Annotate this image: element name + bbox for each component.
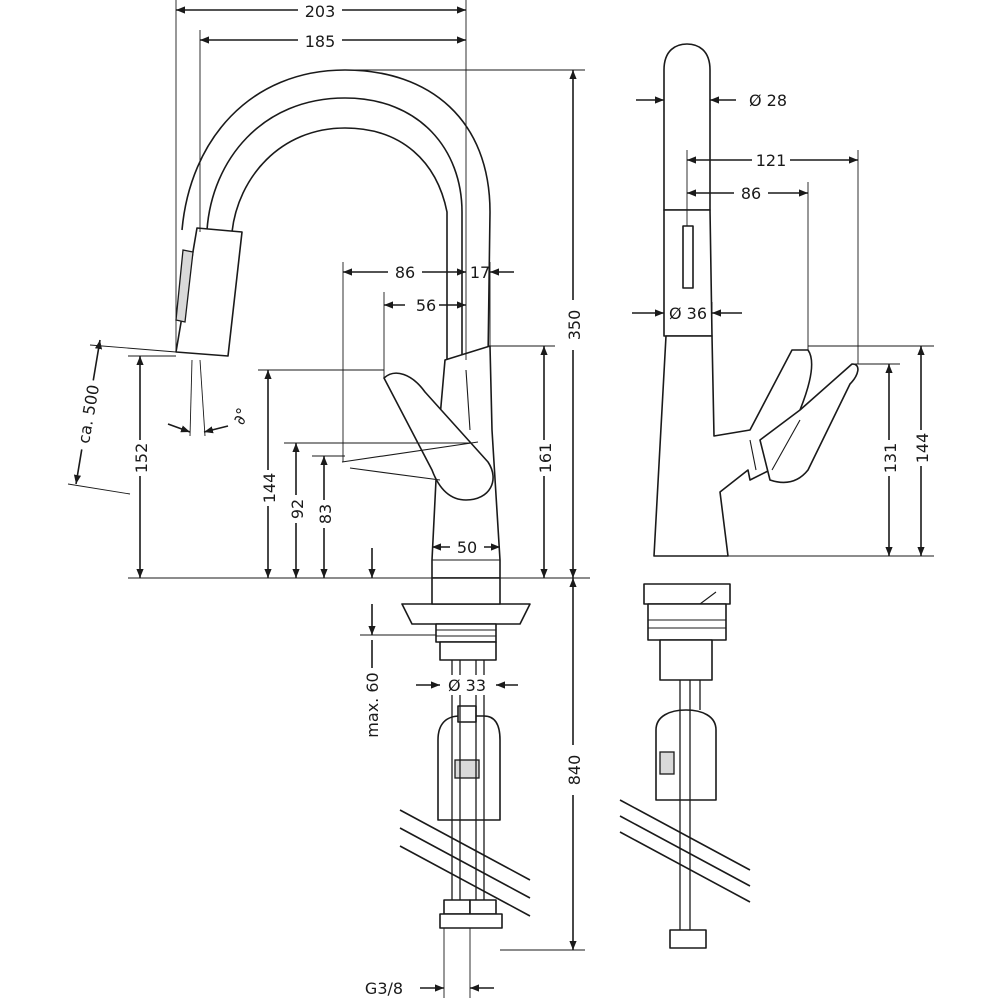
side-hose-assembly bbox=[655, 680, 717, 949]
dim-outlet-height: 152 bbox=[132, 443, 151, 474]
lever-handle bbox=[383, 372, 494, 501]
dim-lever-reach-max: 121 bbox=[756, 151, 787, 170]
mounting-shank bbox=[435, 623, 497, 643]
side-shank bbox=[647, 603, 727, 641]
side-body bbox=[653, 335, 813, 557]
spray-head-shading bbox=[175, 249, 194, 323]
dim-hose-length: 840 bbox=[565, 755, 584, 786]
dim-lever-base: 83 bbox=[316, 504, 335, 524]
dim-spout-reach: 185 bbox=[305, 32, 336, 51]
mounting-shank-top bbox=[431, 577, 501, 605]
countertop-section bbox=[399, 809, 531, 917]
dim-body-height: 161 bbox=[536, 443, 555, 474]
dim-total-height: 350 bbox=[565, 310, 584, 341]
dim-lever-pivot: 56 bbox=[416, 296, 436, 315]
mounting-plate bbox=[401, 603, 531, 625]
thread-lines bbox=[436, 629, 496, 637]
side-plate bbox=[643, 583, 731, 605]
lever-raised-ghost bbox=[341, 441, 479, 481]
side-view bbox=[619, 43, 859, 949]
dim-lever-raised: 92 bbox=[288, 499, 307, 519]
side-head bbox=[663, 43, 711, 211]
tap-body-edge bbox=[432, 369, 500, 561]
hose-assembly bbox=[437, 660, 503, 929]
front-view bbox=[175, 69, 531, 929]
dim-swivel-angle: ∂° bbox=[229, 405, 252, 427]
side-lever-inner bbox=[749, 419, 801, 471]
dim-lever-offset: 17 bbox=[470, 263, 490, 282]
front-dimensions: 203 185 350 86 17 56 ca. 500 152 bbox=[67, 0, 590, 998]
side-slot bbox=[682, 225, 694, 289]
side-lever bbox=[759, 363, 859, 484]
dim-body-width: 50 bbox=[457, 538, 477, 557]
dim-max-deck: max. 60 bbox=[363, 672, 382, 737]
dim-overall-reach: 203 bbox=[305, 2, 336, 21]
mounting-nut bbox=[439, 641, 497, 661]
spout-arc bbox=[206, 97, 463, 361]
dim-lever-length: 86 bbox=[395, 263, 415, 282]
dim-body-diameter: Ø 36 bbox=[669, 304, 707, 323]
side-nut bbox=[659, 639, 713, 681]
side-dimensions: Ø 28 121 86 Ø 36 131 144 bbox=[632, 80, 934, 557]
dim-lever-height-max: 144 bbox=[913, 433, 932, 464]
dim-lever-height: 131 bbox=[881, 443, 900, 474]
dim-head-diameter: Ø 28 bbox=[749, 91, 787, 110]
dim-lever-top: 144 bbox=[260, 473, 279, 504]
side-countertop-section bbox=[619, 799, 751, 903]
dim-lever-reach: 86 bbox=[741, 184, 761, 203]
dim-hole-diameter: Ø 33 bbox=[448, 676, 486, 695]
dim-connection: G3/8 bbox=[365, 979, 403, 998]
